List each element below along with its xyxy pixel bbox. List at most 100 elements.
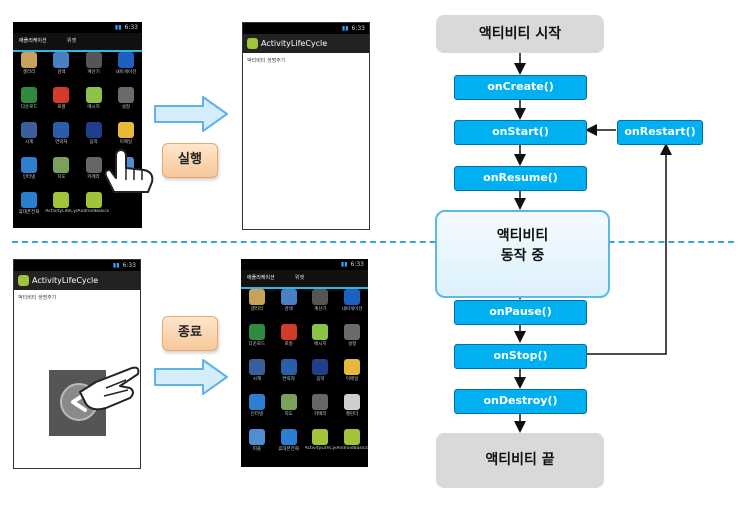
tab-widgets[interactable]: 위젯 [295, 275, 305, 281]
app-label: 시계 [252, 377, 262, 382]
local-icon [280, 324, 297, 340]
app-label: 지도 [284, 412, 293, 417]
app-item-message[interactable]: 메시지 [78, 87, 110, 110]
gallery-icon [248, 289, 265, 305]
app-item-local[interactable]: 로컬 [273, 324, 305, 347]
app-body-text: 액티비티 생명주기 [18, 295, 57, 301]
status-clock: 6:33 [350, 261, 364, 268]
tab-applications[interactable]: 애플리케이션 [19, 33, 47, 52]
app-item-email[interactable]: 이메일 [110, 122, 142, 145]
calendar-icon [344, 394, 361, 410]
app-label: 갤러리 [250, 307, 264, 312]
music-icon [85, 122, 102, 138]
app-item-map[interactable]: 지도 [273, 394, 305, 417]
app-item-calendar[interactable]: 캘린더 [336, 394, 368, 417]
app-label: AndroidBasicsTest [336, 446, 368, 451]
app-item-calculator[interactable]: 계산기 [78, 52, 110, 75]
tap-hand-icon [79, 366, 140, 411]
app-item-internet[interactable]: 인터넷 [241, 394, 273, 417]
app-item-message[interactable]: 메시지 [305, 324, 337, 347]
activity-start-node: 액티비티 시작 [436, 15, 604, 53]
app-item-android[interactable]: AndroidBasicsTest [336, 429, 368, 451]
transition-arrow-bottom [154, 359, 228, 395]
search-icon [53, 52, 70, 68]
settings-icon [344, 324, 361, 340]
gallery-icon [21, 52, 38, 68]
app-item-internet[interactable]: 인터넷 [13, 157, 45, 180]
app-item-gallery[interactable]: 갤러리 [13, 52, 45, 75]
app-label: 계산기 [314, 307, 327, 312]
app-label: 시계 [24, 140, 34, 145]
status-bar: ▮▮6:33 [241, 259, 368, 270]
settings-icon [117, 87, 134, 103]
app-item-calculator[interactable]: 계산기 [305, 289, 337, 312]
contacts-icon [280, 359, 297, 375]
app-item-navigation[interactable]: 내비게이션 [336, 289, 368, 312]
tab-applications[interactable]: 애플리케이션 [247, 270, 275, 289]
tab-widgets[interactable]: 위젯 [67, 38, 77, 44]
transition-arrow-top [154, 96, 228, 132]
app-item-phone[interactable]: 휴대폰전화 [273, 429, 305, 452]
onrestart-node: onRestart() [617, 120, 703, 145]
app-label: 검색 [284, 307, 293, 312]
map-icon [53, 157, 70, 173]
status-bar: ▮▮6:33 [243, 23, 369, 34]
app-item-search[interactable]: 검색 [273, 289, 305, 312]
section-divider [12, 241, 734, 243]
map-icon [280, 394, 297, 410]
app-label: 설정 [121, 105, 131, 110]
app-label: 메시지 [87, 105, 100, 110]
app-item-gallery[interactable]: 갤러리 [241, 289, 273, 312]
app-title: ActivityLifeCycle [261, 39, 328, 48]
app-item-music[interactable]: 음악 [305, 359, 337, 382]
app-label: 갤러리 [22, 70, 36, 75]
app-item-download[interactable]: 다운로드 [13, 87, 45, 110]
app-item-clock[interactable]: 시계 [241, 359, 273, 382]
app-item-clock[interactable]: 시계 [13, 122, 45, 145]
onstop-node: onStop() [454, 344, 587, 369]
app-label: 캘린더 [345, 412, 359, 417]
contacts-icon [53, 122, 70, 138]
android-icon [85, 192, 102, 208]
app-label: 로컬 [57, 105, 66, 110]
email-icon [344, 359, 361, 375]
download-icon [21, 87, 38, 103]
app-label: AndroidBasicsTest [77, 209, 110, 214]
navigation-icon [344, 289, 361, 305]
clock-icon [248, 359, 265, 375]
app-item-android[interactable]: AndroidBasicsTest [78, 192, 110, 214]
app-item-camera[interactable]: 카메라 [78, 157, 110, 180]
app-label: 계산기 [87, 70, 100, 75]
app-label: 음악 [89, 140, 98, 145]
app-item-android[interactable]: ActivityLifeCycle [45, 192, 78, 214]
app-item-people[interactable]: 피플 [241, 429, 273, 452]
app-item-android[interactable]: ActivityLifeCycle [305, 429, 336, 451]
calculator-icon [85, 52, 102, 68]
activity-screen-top: ▮▮6:33 ActivityLifeCycle 액티비티 생명주기 [242, 22, 370, 230]
search-icon [280, 289, 297, 305]
app-item-navigation[interactable]: 내비게이션 [110, 52, 142, 75]
signal-icon: ▮▮ [114, 24, 122, 31]
app-item-music[interactable]: 음악 [78, 122, 110, 145]
clock-icon [21, 122, 38, 138]
app-label: 내비게이션 [115, 70, 137, 75]
onstart-node: onStart() [454, 120, 587, 145]
status-clock: 6:33 [122, 262, 136, 269]
app-item-settings[interactable]: 설정 [336, 324, 368, 347]
app-item-email[interactable]: 이메일 [336, 359, 368, 382]
app-item-settings[interactable]: 설정 [110, 87, 142, 110]
app-item-local[interactable]: 로컬 [45, 87, 77, 110]
app-item-download[interactable]: 다운로드 [241, 324, 273, 347]
app-label: 피플 [252, 447, 262, 452]
app-item-contacts[interactable]: 연락처 [273, 359, 305, 382]
action-bar: ActivityLifeCycle [14, 271, 140, 290]
app-item-camera[interactable]: 카메라 [305, 394, 337, 417]
activity-end-node: 액티비티 끝 [436, 433, 604, 488]
exit-label: 종료 [162, 316, 218, 351]
app-item-search[interactable]: 검색 [45, 52, 77, 75]
app-item-phone[interactable]: 휴대폰전화 [13, 192, 45, 215]
app-item-map[interactable]: 지도 [45, 157, 77, 180]
app-item-contacts[interactable]: 연락처 [45, 122, 77, 145]
